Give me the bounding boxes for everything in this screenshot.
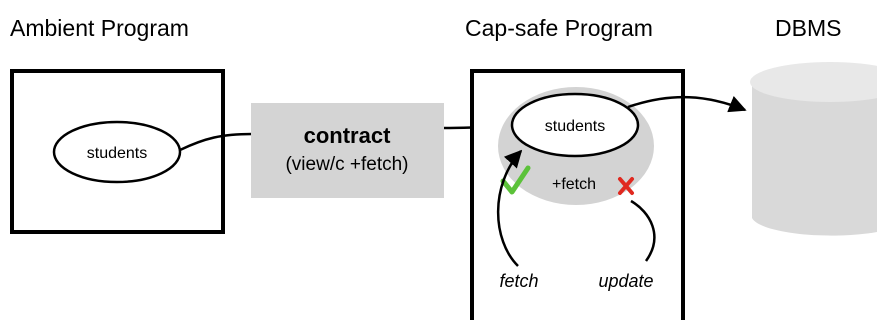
ambient-students-node xyxy=(52,120,182,184)
contract-subtitle: (view/c +fetch) xyxy=(285,154,408,175)
ambient-to-contract-connector xyxy=(179,132,253,152)
ambient-students-label: students xyxy=(87,145,147,162)
dbms-cylinder xyxy=(750,62,877,236)
update-line xyxy=(630,199,656,262)
capsafe-students-label: students xyxy=(545,118,605,135)
capability-fetch-label: +fetch xyxy=(552,176,596,193)
fetch-op-label: fetch xyxy=(499,271,538,291)
check-icon xyxy=(500,165,531,195)
contract-title: contract xyxy=(304,123,391,148)
capsafe-students-node xyxy=(510,92,640,158)
heading-capsafe-program: Cap-safe Program xyxy=(465,15,653,41)
update-op-label: update xyxy=(598,271,653,291)
heading-ambient-program: Ambient Program xyxy=(10,15,189,41)
fetch-arrow xyxy=(496,149,523,267)
heading-dbms: DBMS xyxy=(775,15,841,41)
cross-icon xyxy=(618,177,634,195)
contract-box xyxy=(251,103,444,198)
capsafe-to-dbms-arrow xyxy=(627,95,747,113)
